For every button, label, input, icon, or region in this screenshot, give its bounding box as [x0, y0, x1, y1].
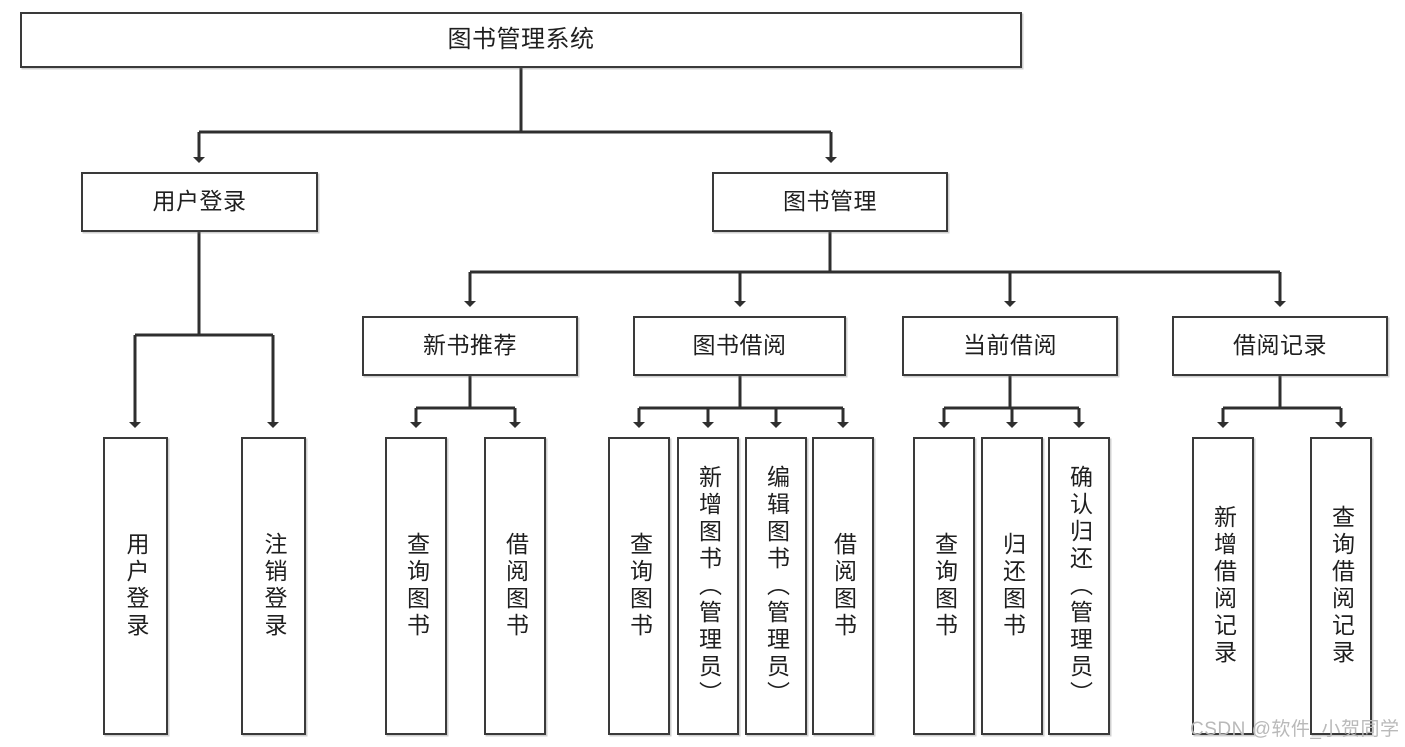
leaf-logout[interactable]: 注销登录	[241, 437, 306, 735]
node-book-borrow-label: 图书借阅	[692, 332, 787, 359]
node-borrow-record-label: 借阅记录	[1233, 332, 1327, 359]
leaf-query-book-recommend-label: 查询图书	[403, 532, 430, 640]
csdn-watermark: CSDN @软件_小贺同学	[1190, 719, 1400, 740]
leaf-logout-label: 注销登录	[261, 532, 287, 640]
node-root[interactable]: 图书管理系统	[20, 12, 1022, 68]
leaf-query-borrow-record[interactable]: 查询借阅记录	[1310, 437, 1372, 735]
leaf-add-book-admin[interactable]: 新增图书（管理员）	[677, 437, 739, 735]
node-current-borrow[interactable]: 当前借阅	[902, 316, 1118, 376]
node-book-borrow[interactable]: 图书借阅	[633, 316, 846, 376]
node-current-borrow-label: 当前借阅	[963, 332, 1057, 359]
leaf-borrow-book-label: 借阅图书	[830, 532, 857, 640]
leaf-user-login[interactable]: 用户登录	[103, 437, 168, 735]
node-book-management-label: 图书管理	[783, 188, 877, 215]
leaf-user-login-label: 用户登录	[123, 532, 149, 640]
leaf-edit-book-admin[interactable]: 编辑图书（管理员）	[745, 437, 807, 735]
leaf-add-borrow-record-label: 新增借阅记录	[1210, 505, 1237, 667]
node-book-management[interactable]: 图书管理	[712, 172, 948, 232]
leaf-borrow-book-recommend-label: 借阅图书	[502, 532, 529, 640]
node-new-book-recommend-label: 新书推荐	[423, 332, 517, 359]
node-root-label: 图书管理系统	[447, 25, 595, 53]
leaf-return-book[interactable]: 归还图书	[981, 437, 1043, 735]
leaf-confirm-return-admin-label: 确认归还（管理员）	[1066, 464, 1093, 708]
node-user-login[interactable]: 用户登录	[81, 172, 318, 232]
leaf-query-book-current-label: 查询图书	[931, 532, 958, 640]
leaf-query-book-borrow[interactable]: 查询图书	[608, 437, 670, 735]
leaf-query-book-recommend[interactable]: 查询图书	[385, 437, 447, 735]
node-new-book-recommend[interactable]: 新书推荐	[362, 316, 578, 376]
leaf-confirm-return-admin[interactable]: 确认归还（管理员）	[1048, 437, 1110, 735]
node-user-login-label: 用户登录	[152, 188, 247, 215]
leaf-add-book-admin-label: 新增图书（管理员）	[695, 464, 722, 708]
leaf-query-borrow-record-label: 查询借阅记录	[1328, 505, 1355, 667]
leaf-return-book-label: 归还图书	[999, 532, 1026, 640]
leaf-query-book-current[interactable]: 查询图书	[913, 437, 975, 735]
leaf-borrow-book[interactable]: 借阅图书	[812, 437, 874, 735]
leaf-borrow-book-recommend[interactable]: 借阅图书	[484, 437, 546, 735]
leaf-query-book-borrow-label: 查询图书	[626, 532, 653, 640]
leaf-edit-book-admin-label: 编辑图书（管理员）	[763, 464, 790, 708]
leaf-add-borrow-record[interactable]: 新增借阅记录	[1192, 437, 1254, 735]
node-borrow-record[interactable]: 借阅记录	[1172, 316, 1388, 376]
